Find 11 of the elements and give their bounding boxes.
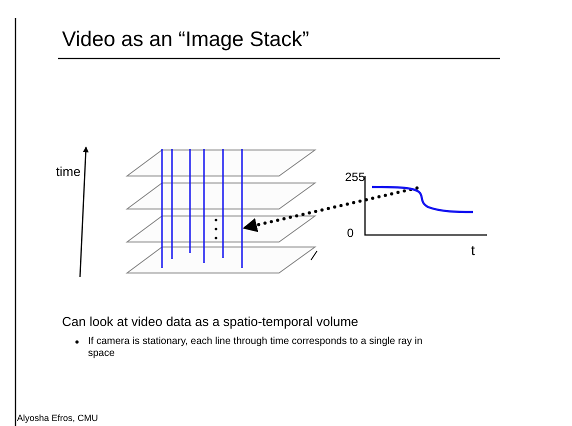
dotted-arrow xyxy=(242,186,419,232)
bullet-text: If camera is stationary, each line through time corresponds to a single ray in space xyxy=(88,336,424,360)
tick-label: 0 xyxy=(347,226,354,240)
time-line xyxy=(239,148,246,269)
body-text: Can look at video data as a spatio-temporal volume xyxy=(62,314,358,329)
tick-label: 255 xyxy=(345,170,366,184)
axis-label: t xyxy=(471,242,475,258)
intensity-plot-drawing xyxy=(363,176,487,237)
slide-title: Video as an “Image Stack” xyxy=(62,28,310,52)
footer-text: Alyosha Efros, CMU xyxy=(17,413,98,423)
axis-label: time xyxy=(56,164,81,179)
